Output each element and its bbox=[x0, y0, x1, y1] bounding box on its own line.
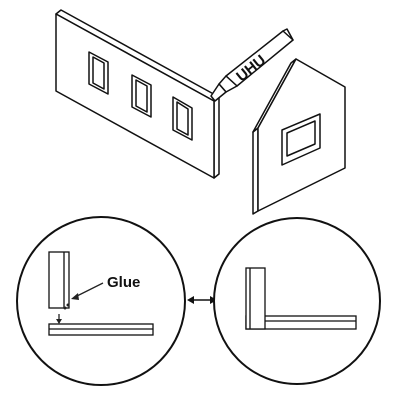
gable-window bbox=[281, 113, 321, 166]
wall-window-3 bbox=[172, 96, 193, 141]
detail-circle-after bbox=[213, 217, 381, 385]
connector-arrow bbox=[187, 296, 217, 304]
base-panel-after bbox=[245, 315, 357, 330]
glue-tube bbox=[210, 28, 294, 102]
vertical-panel-after bbox=[245, 267, 266, 330]
base-panel-before bbox=[48, 323, 154, 336]
gable-wall-panel bbox=[252, 58, 346, 215]
glue-indicator bbox=[56, 282, 104, 324]
wall-window-1 bbox=[88, 51, 109, 95]
vertical-panel-before bbox=[48, 251, 70, 309]
glue-label: Glue bbox=[107, 274, 140, 291]
detail-circle-before bbox=[16, 216, 186, 386]
wall-window-2 bbox=[131, 74, 152, 118]
long-wall-panel bbox=[55, 9, 220, 179]
